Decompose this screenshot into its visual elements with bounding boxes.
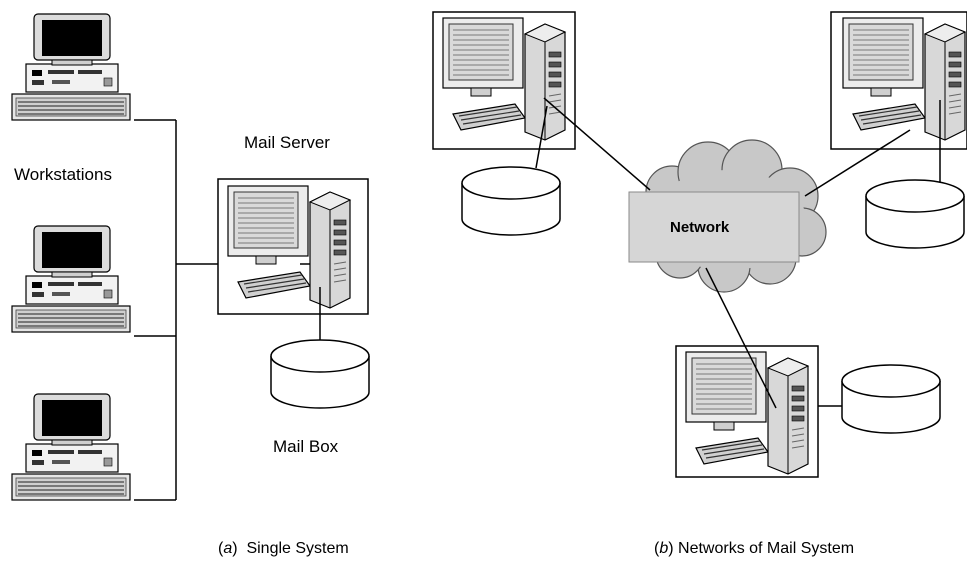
single-system-panel (11, 13, 370, 501)
caption-a-letter: a (223, 540, 233, 557)
caption-b-text: Networks of Mail System (678, 540, 855, 557)
workstation-3 (11, 393, 131, 501)
workstation-1 (11, 13, 131, 121)
caption-b-letter: b (659, 540, 669, 557)
network-system-panel (432, 11, 967, 478)
caption-a: (a) Single System (218, 540, 349, 557)
mail-server-computer (227, 185, 351, 309)
mail-box-label: Mail Box (273, 437, 339, 456)
disk-top-left (461, 166, 561, 236)
network-cloud (628, 139, 827, 293)
node-top-left-computer (442, 17, 566, 141)
workstation-2 (11, 225, 131, 333)
disk-top-right (865, 179, 965, 249)
node-top-right-computer (842, 17, 966, 141)
caption-b: (b) Networks of Mail System (654, 540, 855, 557)
network-links (535, 97, 941, 409)
mail-server-label: Mail Server (244, 133, 330, 152)
node-bottom-computer (685, 351, 809, 475)
workstations-label: Workstations (14, 165, 112, 184)
mail-box-disk (270, 339, 370, 409)
caption-a-text: Single System (246, 540, 349, 557)
network-label: Network (670, 219, 730, 236)
disk-bottom (841, 364, 941, 434)
